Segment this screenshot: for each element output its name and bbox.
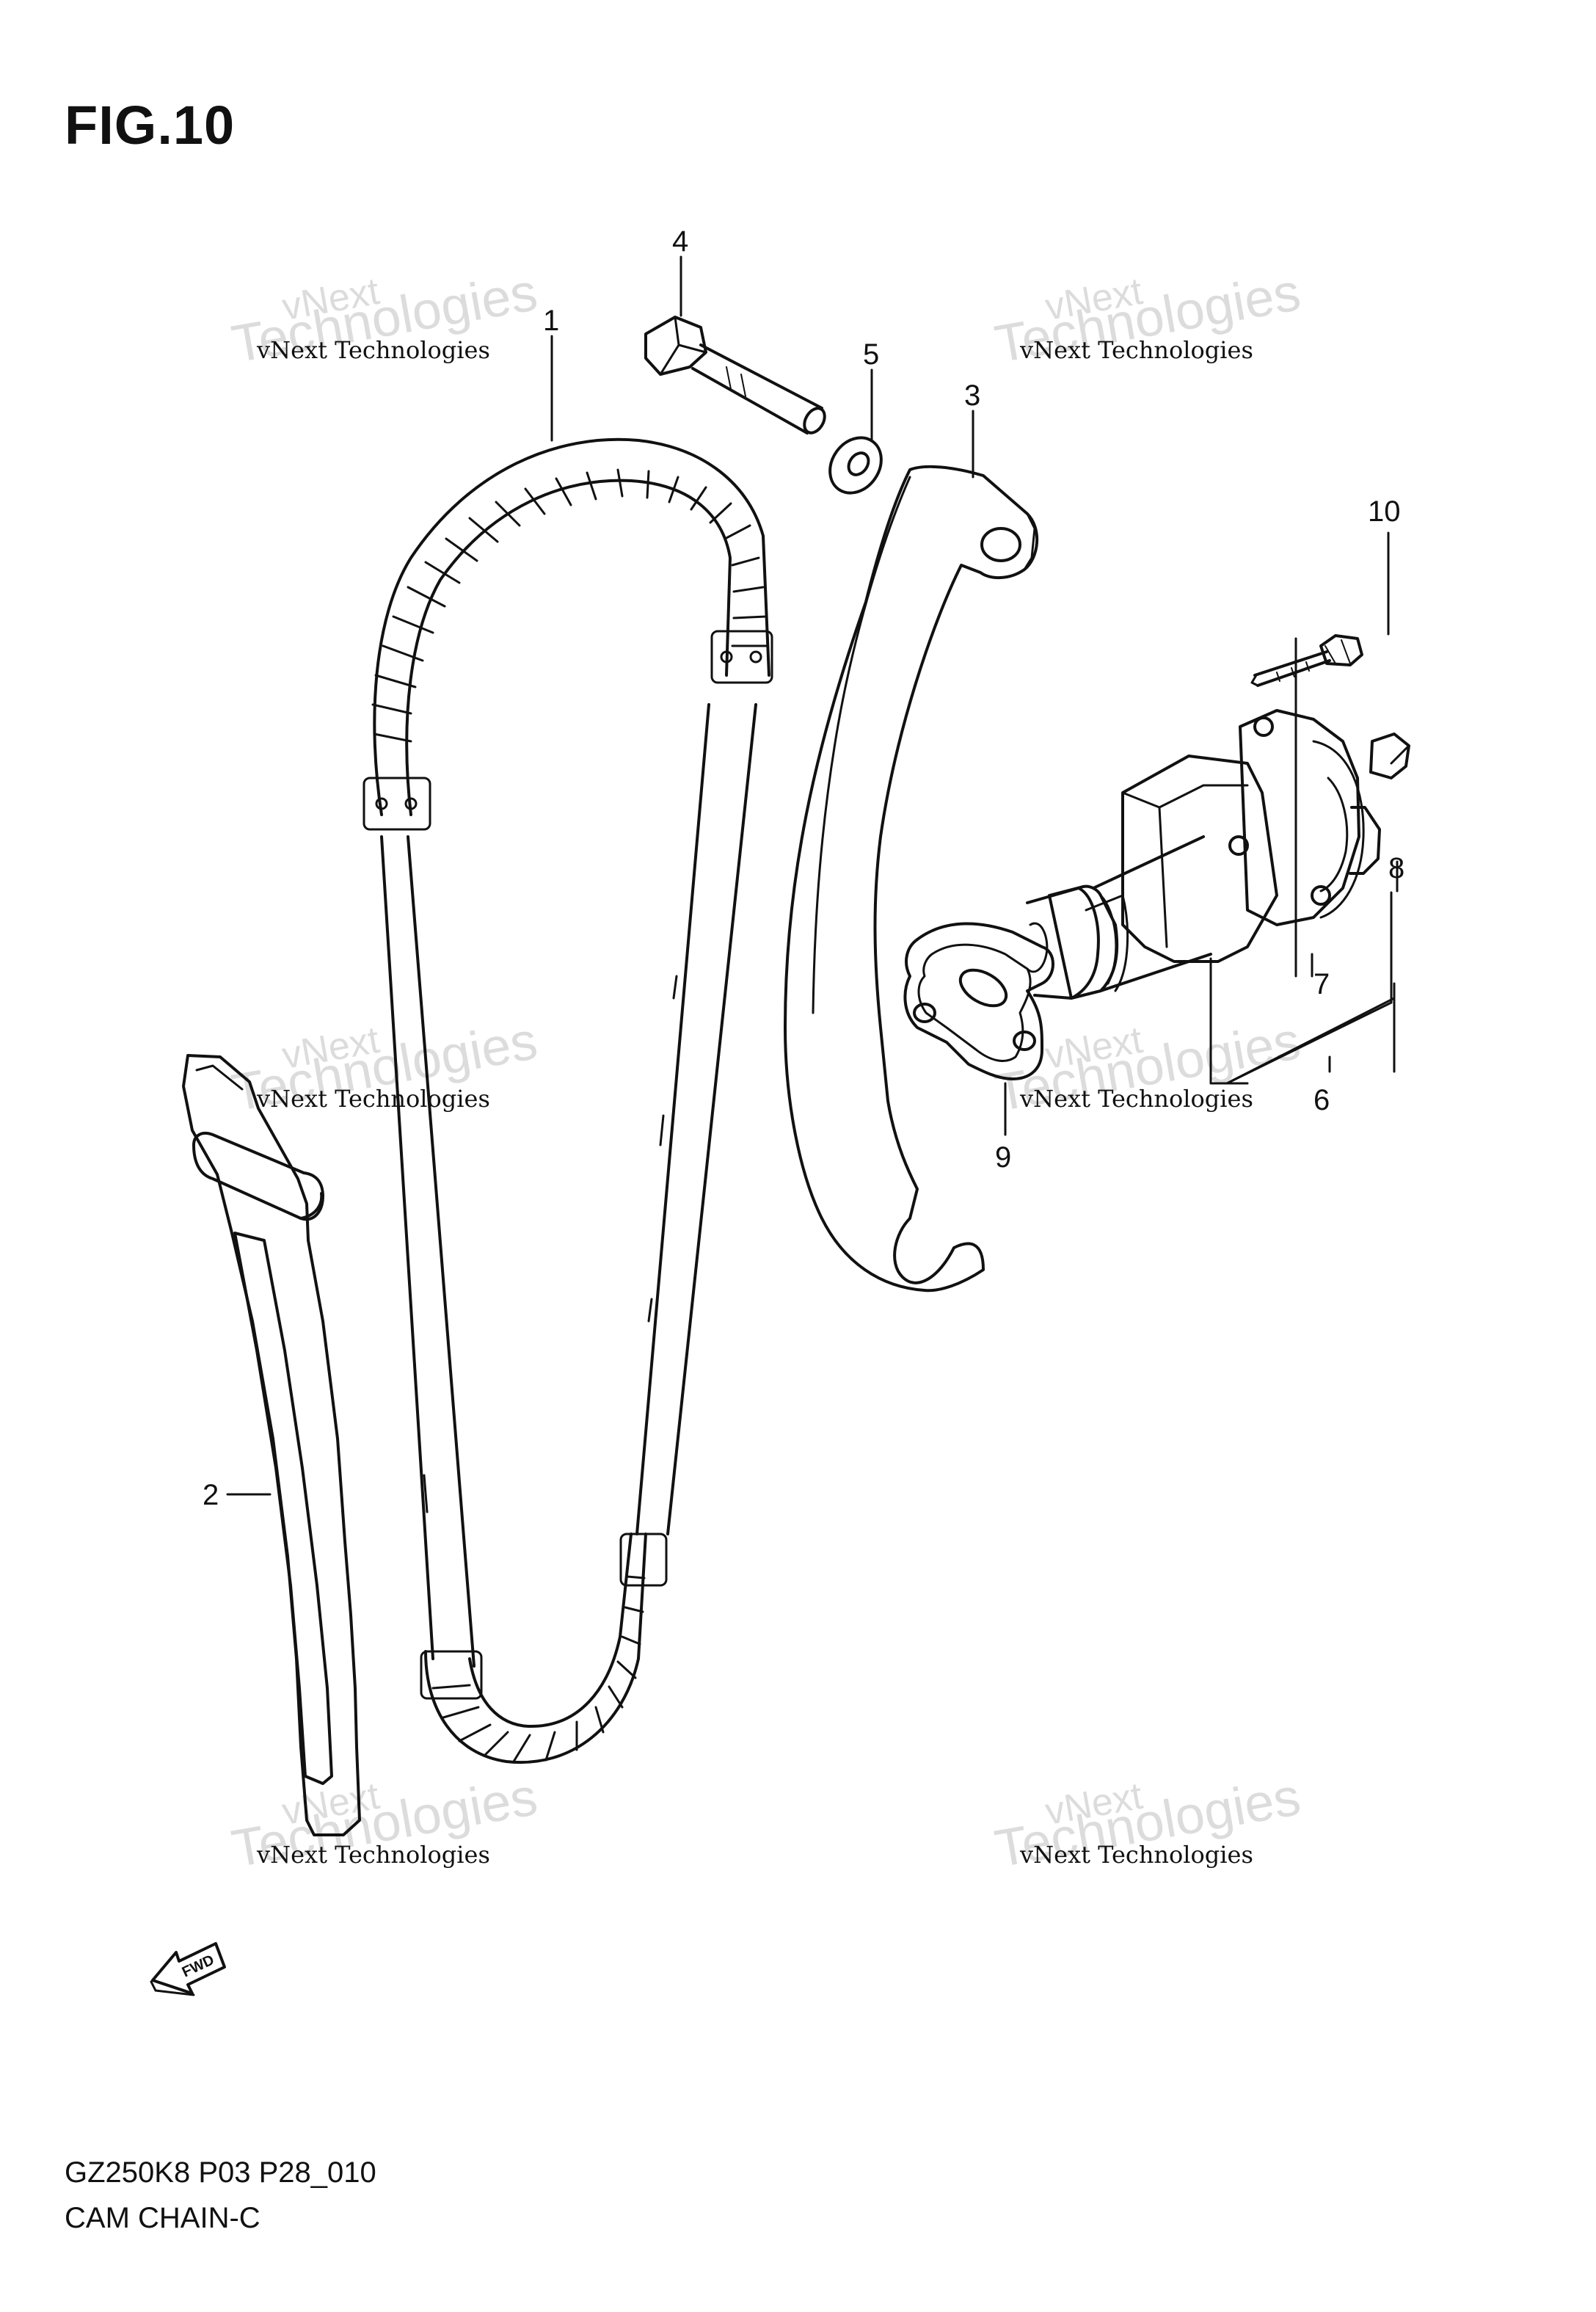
callout-3: 3 bbox=[964, 379, 980, 412]
callout-8: 8 bbox=[1388, 852, 1404, 884]
callout-9: 9 bbox=[995, 1141, 1011, 1174]
callout-10: 10 bbox=[1368, 495, 1401, 528]
callout-1: 1 bbox=[543, 305, 559, 337]
fwd-label: FWD bbox=[180, 1952, 217, 1980]
group-name: CAM CHAIN-C bbox=[65, 2202, 260, 2234]
callout-4: 4 bbox=[672, 225, 688, 258]
cam-chain bbox=[362, 437, 773, 1764]
tensioner-adjuster bbox=[1026, 709, 1381, 1000]
chain-guide bbox=[182, 1054, 361, 1836]
callout-labels: 1 2 3 4 5 6 7 8 9 10 FWD bbox=[180, 225, 1404, 1981]
callout-5: 5 bbox=[863, 338, 879, 371]
model-code: GZ250K8 P03 P28_010 bbox=[65, 2156, 376, 2189]
figure-title: FIG.10 bbox=[65, 95, 236, 156]
bolt bbox=[644, 316, 826, 435]
gasket bbox=[903, 922, 1054, 1080]
tensioner-arm bbox=[784, 465, 1038, 1293]
callout-2: 2 bbox=[203, 1479, 219, 1511]
callout-6: 6 bbox=[1313, 1084, 1330, 1116]
fwd-arrow bbox=[150, 1942, 226, 1996]
callout-7: 7 bbox=[1313, 968, 1330, 1000]
washer bbox=[828, 436, 883, 495]
cap-bolt bbox=[1369, 733, 1410, 779]
long-bolt bbox=[1250, 634, 1363, 687]
